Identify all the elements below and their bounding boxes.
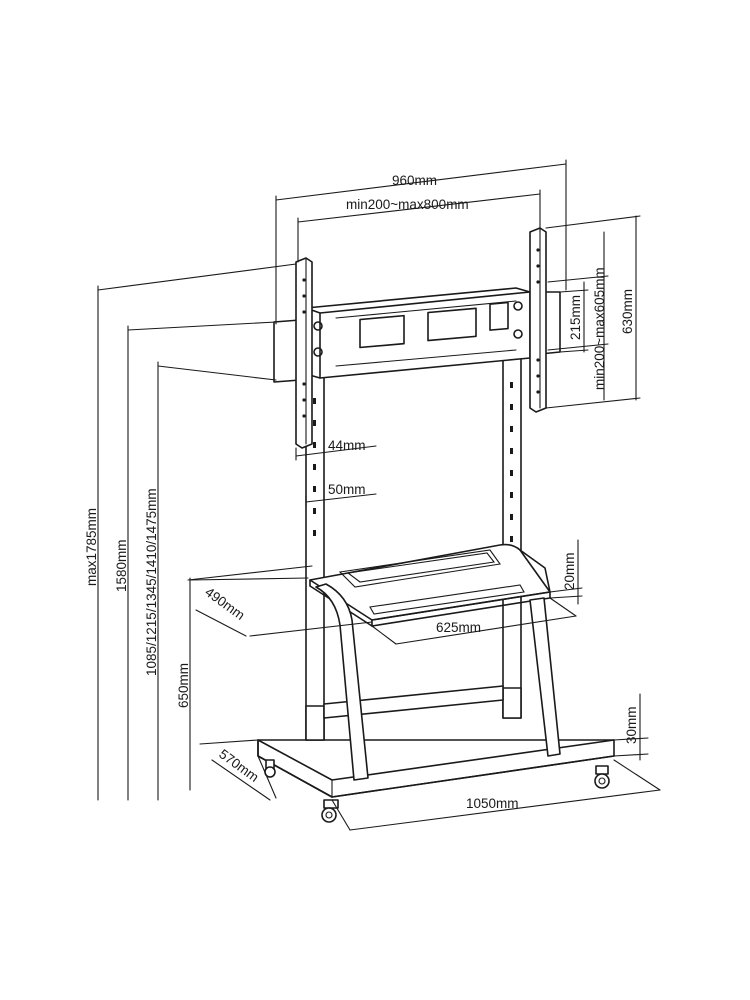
label-arm-height: 630mm [620, 289, 635, 334]
column-holes [313, 382, 513, 542]
label-column-gap: 44mm [328, 438, 366, 453]
label-bracket-height: 215mm [568, 295, 583, 340]
shelf-legs [315, 583, 561, 781]
label-base-thickness: 30mm [624, 706, 639, 744]
caster-right [594, 765, 610, 789]
shelf [309, 543, 551, 627]
lower-crossbar [323, 685, 504, 719]
label-vesa-vertical: min200~max605mm [592, 267, 607, 390]
caster-front [321, 799, 339, 823]
left-column [305, 371, 325, 741]
label-shelf-height: 650mm [176, 663, 191, 708]
label-vesa-range: min200~max800mm [346, 197, 469, 212]
label-height-1580: 1580mm [114, 539, 129, 592]
wall-plate [305, 287, 531, 379]
left-vertical-arm [295, 257, 323, 449]
dimension-lines [97, 159, 661, 831]
label-width-total: 960mm [392, 173, 437, 188]
label-max-height: max1785mm [84, 508, 99, 586]
label-shelf-thickness: 20mm [562, 552, 577, 590]
label-shelf-width: 625mm [436, 620, 481, 635]
label-column-width: 50mm [328, 482, 366, 497]
label-base-width: 1050mm [466, 796, 519, 811]
base-platform [257, 739, 615, 798]
label-height-steps: 1085/1215/1345/1410/1475mm [144, 488, 159, 676]
